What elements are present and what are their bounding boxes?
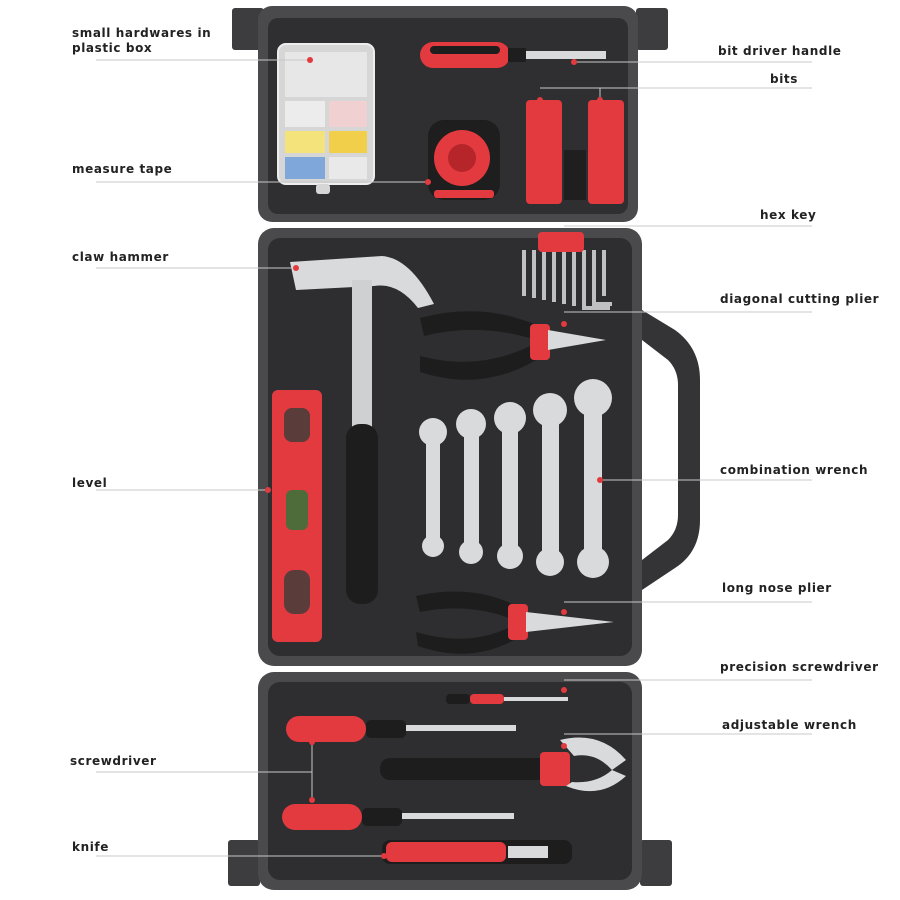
- adjustable-wrench: [380, 737, 626, 792]
- bit-driver-handle: [420, 42, 606, 68]
- label-diagonal-cutting-plier: diagonal cutting plier: [720, 292, 880, 306]
- long-nose-plier: [416, 591, 614, 654]
- pin-dots: [265, 57, 603, 859]
- label-adjustable-wrench: adjustable wrench: [722, 718, 857, 732]
- label-screwdriver: screwdriver: [70, 754, 157, 768]
- label-long-nose-plier: long nose plier: [722, 581, 832, 595]
- precision-screwdriver: [446, 694, 568, 704]
- hardware-box: [277, 43, 375, 194]
- label-precision-screwdriver: precision screwdriver: [720, 660, 879, 674]
- top-right-latch: [636, 8, 668, 50]
- leader-lines: [96, 59, 812, 857]
- label-bit-driver-handle: bit driver handle: [718, 44, 842, 58]
- measure-tape: [428, 120, 500, 200]
- label-hex-key: hex key: [760, 208, 817, 222]
- label-level: level: [72, 476, 108, 490]
- label-combination-wrench: combination wrench: [720, 463, 869, 477]
- hex-key-set: [522, 232, 612, 310]
- label-small-hardwares: small hardwares in plastic box: [72, 26, 212, 55]
- label-knife: knife: [72, 840, 109, 854]
- middle-panel: [258, 228, 700, 666]
- claw-hammer: [290, 256, 434, 604]
- case-handle: [642, 310, 700, 590]
- bottom-panel: [228, 672, 672, 890]
- bottom-right-latch: [640, 840, 672, 886]
- utility-knife: [382, 840, 572, 864]
- label-claw-hammer: claw hammer: [72, 250, 169, 264]
- bit-set: [526, 100, 624, 204]
- label-bits: bits: [770, 72, 798, 86]
- label-measure-tape: measure tape: [72, 162, 173, 176]
- diagonal-cutting-plier: [420, 311, 606, 380]
- combination-wrench-set: [419, 379, 612, 578]
- top-panel: [232, 6, 668, 222]
- screwdriver-top: [286, 716, 516, 742]
- screwdriver-bottom: [282, 804, 514, 830]
- spirit-level: [272, 390, 322, 642]
- bottom-left-latch: [228, 840, 260, 886]
- top-left-latch: [232, 8, 264, 50]
